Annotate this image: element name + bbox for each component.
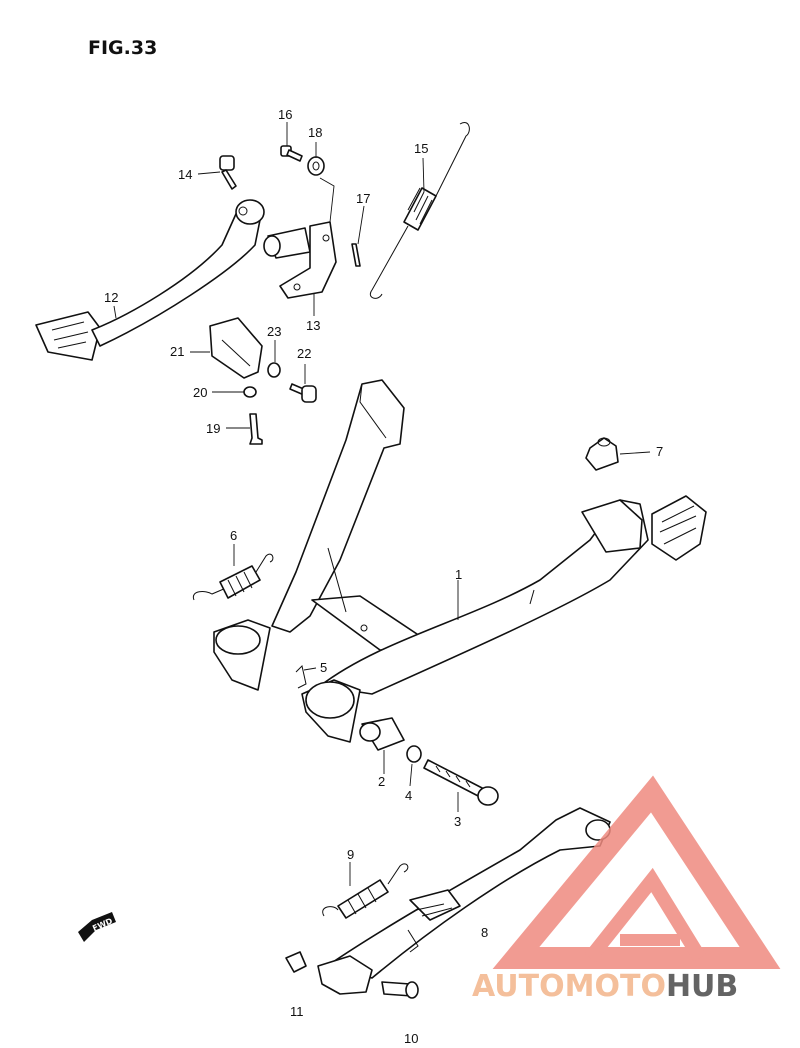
part-12-gear-shift-lever <box>35 199 265 361</box>
callout-13: 13 <box>306 318 320 333</box>
callout-15: 15 <box>414 141 428 156</box>
part-19-pin <box>249 413 263 445</box>
callout-21: 21 <box>170 344 184 359</box>
callout-8: 8 <box>481 925 488 940</box>
part-3-bolt <box>423 759 499 806</box>
callout-23: 23 <box>267 324 281 339</box>
part-7-stopper <box>585 437 619 471</box>
callout-17: 17 <box>356 191 370 206</box>
callout-1: 1 <box>455 567 462 582</box>
callout-7: 7 <box>656 444 663 459</box>
part-16-bolt <box>280 145 303 162</box>
part-4-washer <box>406 745 422 763</box>
part-13-shift-arm <box>263 177 337 299</box>
part-10-bolt <box>381 981 419 999</box>
callout-20: 20 <box>193 385 207 400</box>
part-5-clip <box>295 665 307 689</box>
part-2-collar <box>359 717 405 751</box>
callout-14: 14 <box>178 167 192 182</box>
watermark-hub: HUB <box>666 969 738 1004</box>
part-9-spring <box>322 863 409 919</box>
callout-22: 22 <box>297 346 311 361</box>
callout-12: 12 <box>104 290 118 305</box>
callout-numbers: 1 2 3 4 5 6 7 8 9 10 11 12 13 14 15 16 1… <box>104 107 663 1046</box>
figure-title: FIG.33 <box>88 37 157 59</box>
part-8-side-stand <box>317 807 611 995</box>
part-11-nut <box>285 951 307 973</box>
part-14-bolt <box>219 155 237 190</box>
part-21-rubber-pad <box>209 317 263 379</box>
part-23-nut <box>267 362 281 378</box>
callout-10: 10 <box>404 1031 418 1046</box>
callout-2: 2 <box>378 774 385 789</box>
callout-5: 5 <box>320 660 327 675</box>
part-18-washer <box>307 156 325 176</box>
callout-16: 16 <box>278 107 292 122</box>
callout-6: 6 <box>230 528 237 543</box>
part-17-cotter-pin <box>351 243 361 267</box>
fwd-direction-arrow: FWD <box>78 912 116 942</box>
leader-lines <box>113 122 651 886</box>
callout-3: 3 <box>454 814 461 829</box>
callout-11: 11 <box>290 1004 304 1019</box>
part-1-center-stand <box>213 379 707 743</box>
callout-18: 18 <box>308 125 322 140</box>
part-6-spring <box>192 553 274 601</box>
watermark-logo: AUTOMOTOHUB <box>472 775 781 1004</box>
part-20-washer <box>243 386 257 398</box>
part-15-spring <box>369 122 470 299</box>
watermark-auto: AUTOMOTO <box>472 969 666 1004</box>
fwd-label: FWD <box>91 916 114 933</box>
part-22-bolt <box>289 383 317 403</box>
callout-4: 4 <box>405 788 412 803</box>
watermark-text: AUTOMOTOHUB <box>472 969 738 1004</box>
callout-9: 9 <box>347 847 354 862</box>
callout-19: 19 <box>206 421 220 436</box>
